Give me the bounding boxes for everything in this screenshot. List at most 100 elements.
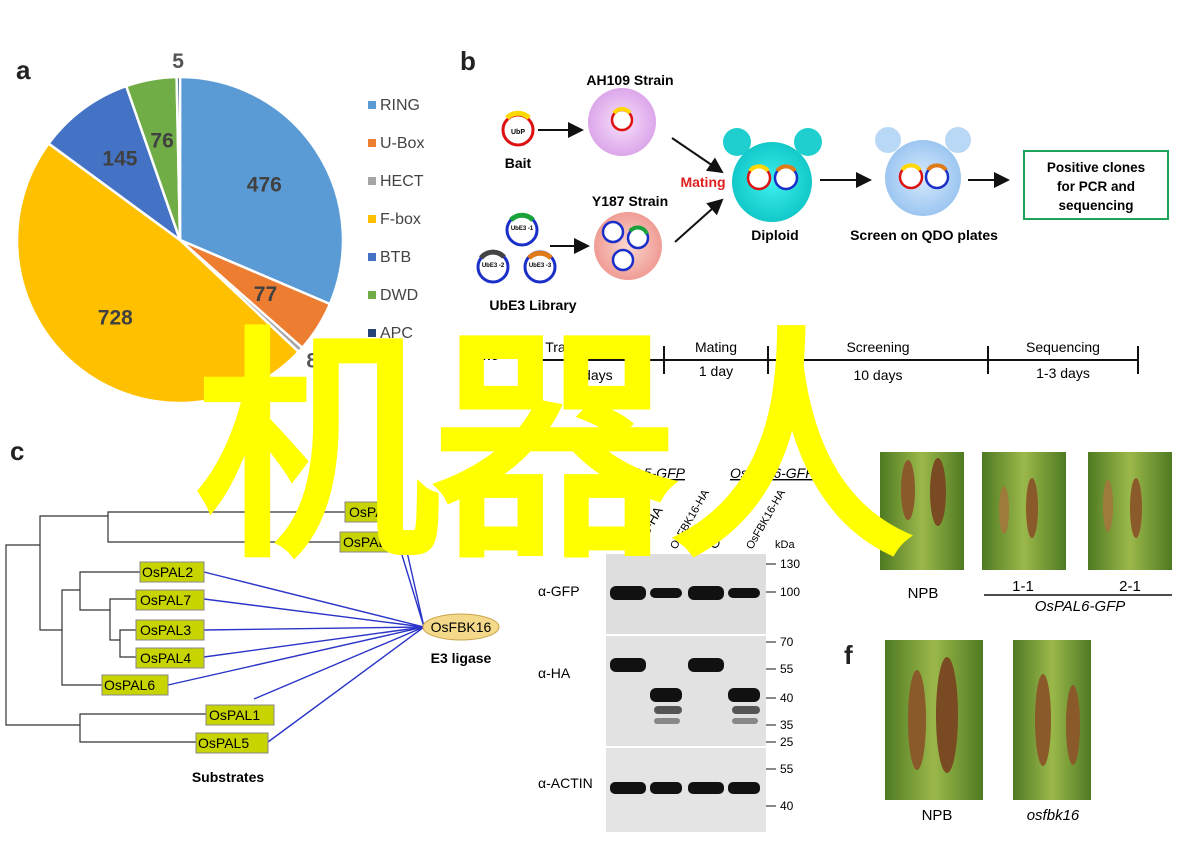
ah109-strain-label: AH109 Strain	[586, 72, 673, 88]
blot-header-ospal6: OsPAL6-GFP	[730, 465, 815, 481]
library-plasmid-2: UbE3 -2	[476, 249, 510, 284]
substrate-ospal9: OsPAL9	[343, 534, 394, 550]
panel-letter-f: f	[844, 640, 853, 670]
substrate-ospal2: OsPAL2	[142, 564, 193, 580]
kda-label: kDa	[775, 539, 795, 551]
watermark-text: 机器人	[195, 307, 914, 592]
legend-swatch-f-box	[368, 215, 376, 223]
substrate-ospal5: OsPAL5	[198, 735, 249, 751]
mating-label: Mating	[680, 174, 725, 190]
pie-slice-ring	[178, 75, 345, 306]
timeline-step-2: Mating	[695, 339, 737, 355]
pie-value-btb: 145	[102, 148, 137, 171]
library-plasmid-1-label: UbE3 -1	[511, 226, 534, 232]
interaction-lines	[167, 511, 425, 743]
marker-actin-40: 40	[780, 799, 794, 813]
panel-letter-c: c	[10, 436, 25, 466]
leaf-e-group-label: OsPAL6-GFP	[1035, 598, 1126, 615]
bait-plasmid-label: UbP	[511, 129, 525, 136]
pie-slice-apc	[175, 75, 182, 241]
library-plasmid-3-label: UbE3 -3	[529, 263, 552, 269]
marker-gfp-130: 130	[780, 557, 800, 571]
timeline-days-2: 1 day	[699, 363, 733, 379]
marker-actin-55: 55	[780, 762, 794, 776]
diploid-label: Diploid	[751, 227, 798, 243]
leaf-f-label-osfbk16: osfbk16	[1027, 807, 1080, 824]
panel-letter-a: a	[16, 55, 31, 85]
pie-value-f-box: 728	[98, 307, 133, 330]
substrate-ospal4: OsPAL4	[140, 650, 191, 666]
row-label-gfp: α-GFP	[538, 583, 580, 599]
leaf-panel-e: NPB 1-1 2-1 OsPAL6-GFP	[880, 452, 1172, 615]
marker-gfp-100: 100	[780, 585, 800, 599]
row-label-ha: α-HA	[538, 665, 571, 681]
library-plasmid-1: UbE3 -1	[505, 212, 539, 247]
row-label-actin: α-ACTIN	[538, 775, 593, 791]
legend-swatch-btb	[368, 253, 376, 261]
legend-label-btb: BTB	[380, 249, 411, 266]
legend-swatch-hect	[368, 177, 376, 185]
timeline-days-4: 1-3 days	[1036, 365, 1090, 381]
pie-value-hect: 8	[306, 350, 318, 373]
leaf-2-1-image	[1088, 452, 1172, 570]
leaf-npb-image	[880, 452, 964, 570]
substrate-tree-diagram: OsPAL8 OsPAL9 OsPAL2 OsPAL7 OsPAL3 OsPAL…	[5, 501, 500, 785]
library-label: UbE3 Library	[489, 297, 576, 313]
legend-swatch-dwd	[368, 291, 376, 299]
timeline-days-1: 3 days	[571, 367, 612, 383]
library-plasmid-2-label: UbE3 -2	[482, 263, 505, 269]
leaf-e-label-1-1: 1-1	[1012, 578, 1034, 595]
substrate-ospal1: OsPAL1	[209, 707, 260, 723]
marker-ha-70: 70	[780, 635, 794, 649]
substrate-ospal8: OsPAL8	[349, 504, 400, 520]
ligase-label: E3 ligase	[431, 650, 492, 666]
library-plasmid-3: UbE3 -3	[523, 250, 557, 284]
pie-value-u-box: 77	[254, 283, 277, 306]
western-blot: OsPAL5-GFP OsPAL6-GFP Gus-HA OsFBK16-HA …	[538, 465, 815, 832]
screened-cell	[875, 127, 971, 216]
positive-line-1: Positive clones	[1047, 160, 1145, 175]
substrates-label: Substrates	[192, 769, 265, 785]
legend-label-u-box: U-Box	[380, 135, 424, 152]
leaf-e-label-2-1: 2-1	[1119, 578, 1141, 595]
y187-strain-label: Y187 Strain	[592, 193, 668, 209]
legend-swatch-u-box	[368, 139, 376, 147]
positive-line-2: for PCR and	[1057, 179, 1135, 194]
pie-value-dwd: 76	[150, 130, 173, 153]
marker-ha-25: 25	[780, 735, 794, 749]
screen-qdo-label: Screen on QDO plates	[850, 227, 998, 243]
marker-ha-35: 35	[780, 718, 794, 732]
pie-value-apc: 5	[172, 50, 184, 73]
legend-label-f-box: F-box	[380, 211, 421, 228]
timeline-days-3: 10 days	[853, 367, 902, 383]
blot-header-ospal5: OsPAL5-GFP	[600, 465, 685, 481]
substrate-ospal3: OsPAL3	[140, 622, 191, 638]
positive-line-3: sequencing	[1058, 198, 1133, 213]
leaf-panel-f: NPB osfbk16	[885, 640, 1091, 824]
diploid-cell	[723, 128, 822, 222]
leaf-f-label-npb: NPB	[922, 807, 953, 824]
legend-label-apc: APC	[380, 325, 413, 342]
bait-label: Bait	[505, 155, 532, 171]
timeline-step-4: Sequencing	[1026, 339, 1100, 355]
timeline-step-3: Screening	[846, 339, 909, 355]
legend-label-hect: HECT	[380, 173, 424, 190]
leaf-e-label-npb: NPB	[908, 585, 939, 602]
panel-letter-b: b	[460, 46, 476, 76]
substrate-ospal6: OsPAL6	[104, 677, 155, 693]
positive-clones-box	[1023, 150, 1169, 220]
legend-swatch-apc	[368, 329, 376, 337]
timeline-step-1: Transformation	[545, 339, 639, 355]
leaf-1-1-image	[982, 452, 1066, 570]
legend-swatch-ring	[368, 101, 376, 109]
legend-label-ring: RING	[380, 97, 420, 114]
ligase-ellipse	[422, 613, 500, 641]
ligase-name: OsFBK16	[431, 619, 492, 635]
dendrogram	[5, 511, 345, 743]
substrate-labels: OsPAL8 OsPAL9 OsPAL2 OsPAL7 OsPAL3 OsPAL…	[101, 501, 402, 754]
pie-value-ring: 476	[247, 173, 282, 196]
bait-plasmid: UbP	[501, 110, 535, 147]
y2h-workflow-diagram: UbP Bait AH109 Strain Y187 Strain UbE3 -…	[460, 72, 1169, 383]
substrate-ospal7: OsPAL7	[140, 592, 191, 608]
